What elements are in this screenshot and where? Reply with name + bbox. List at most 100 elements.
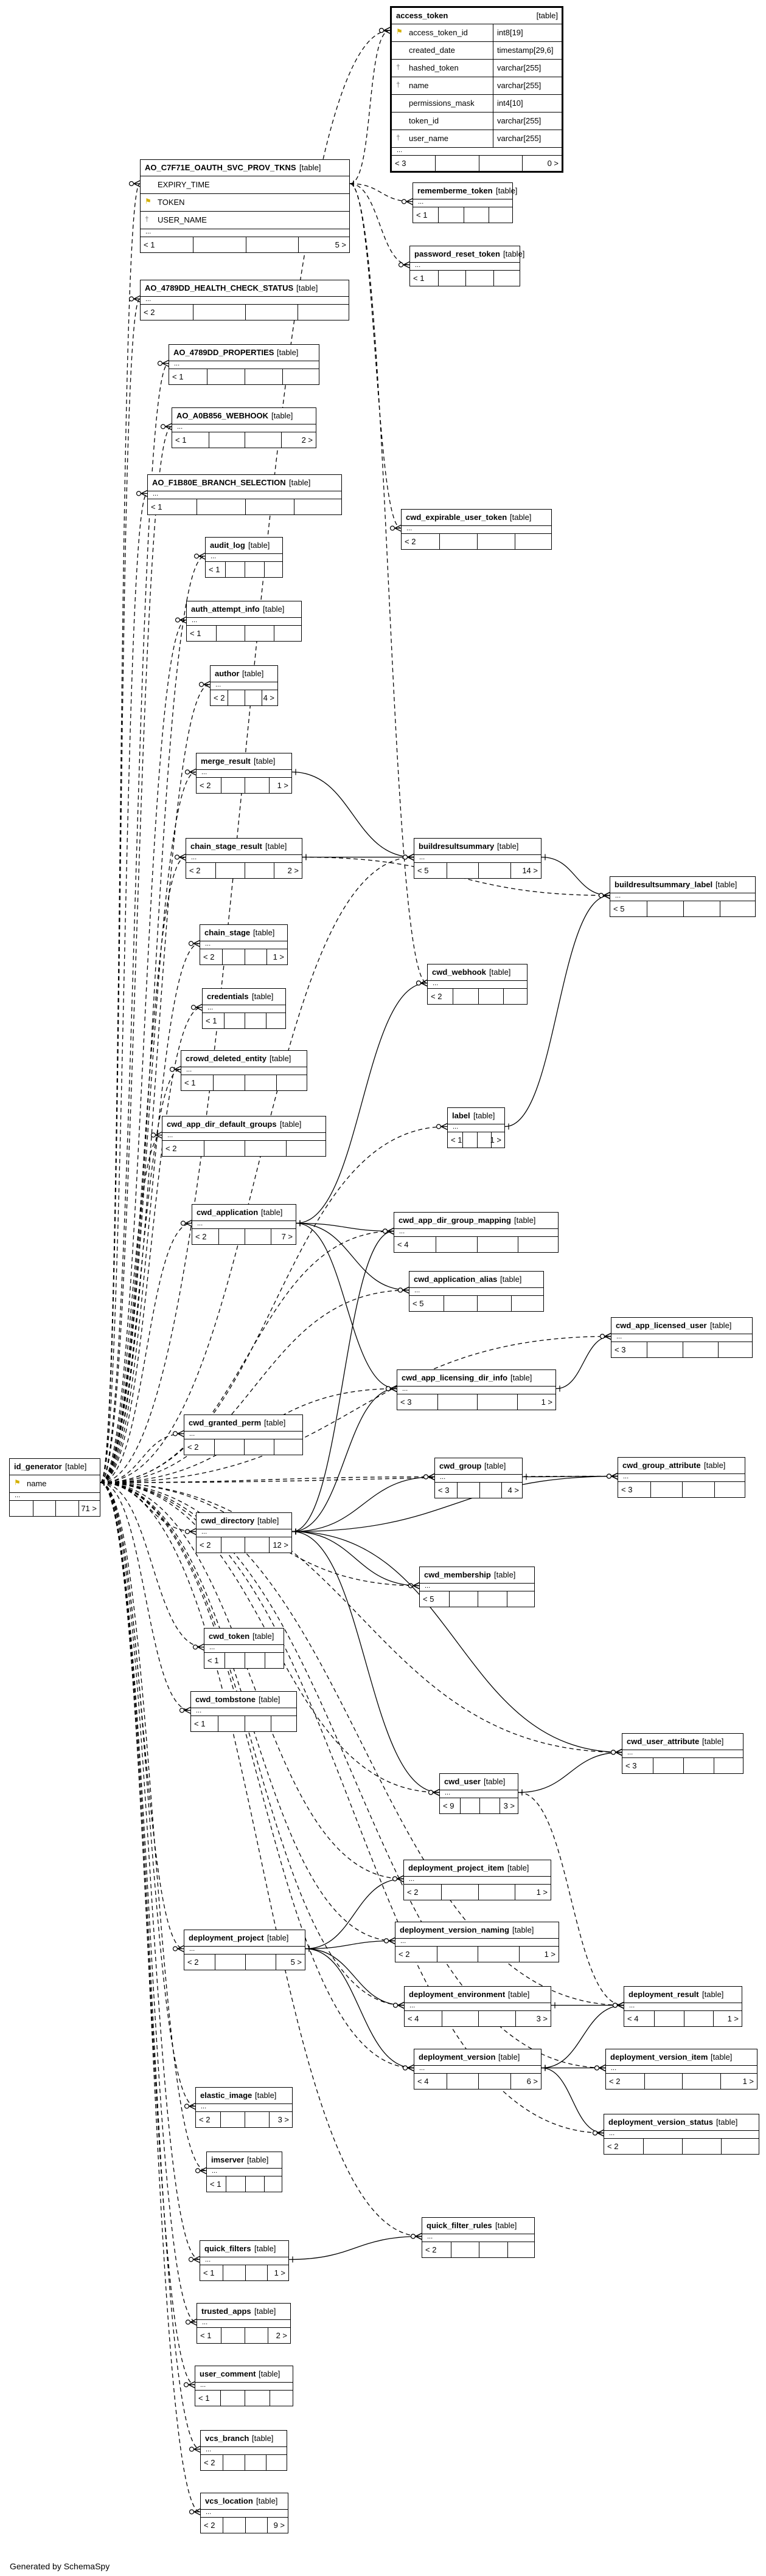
count-cell-divider — [643, 2139, 644, 2154]
more-columns-ellipsis: ... — [618, 1473, 745, 1482]
crows-foot-marker — [603, 892, 610, 899]
table-credentials[interactable]: credentials[table]...< 1 — [202, 988, 286, 1029]
table-cwdtoken[interactable]: cwd_token[table]...< 1 — [204, 1628, 284, 1669]
table-header: access_token[table] — [392, 8, 562, 24]
count-cell-divider — [683, 1758, 684, 1773]
count-cell-divider — [477, 1394, 478, 1410]
table-auth_attempt[interactable]: auth_attempt_info[table]...< 1 — [186, 601, 302, 642]
optional-marker — [594, 2065, 600, 2071]
table-type-label: [table] — [710, 1321, 732, 1330]
relationship-oauth-idgen — [100, 183, 141, 1483]
relationship-cwdtoken-idgen — [100, 1482, 204, 1648]
table-type-label: [table] — [256, 2496, 278, 2505]
parent-count: < 1 — [210, 2180, 221, 2189]
table-imserver[interactable]: imserver[table]...< 1 — [206, 2152, 282, 2192]
table-tombstone[interactable]: cwd_tombstone[table]...< 1 — [190, 1691, 297, 1732]
count-cell-divider — [245, 305, 246, 320]
table-rememberme[interactable]: rememberme_token[table]...< 1 — [413, 182, 517, 223]
table-appdirgm[interactable]: cwd_app_dir_group_mapping[table]...< 4 — [394, 1212, 559, 1253]
table-oauth[interactable]: AO_C7F71E_OAUTH_SVC_PROV_TKNS[table]EXPI… — [140, 159, 350, 253]
table-type-label: [table] — [716, 2117, 738, 2127]
crows-foot-marker — [189, 768, 197, 776]
count-cell-divider — [507, 2242, 508, 2257]
table-groupattr[interactable]: cwd_group_attribute[table]...< 3 — [618, 1457, 745, 1498]
child-count: 1 > — [490, 1135, 501, 1144]
table-expirable[interactable]: cwd_expirable_user_token[table]...< 2 — [401, 509, 552, 550]
relationship-counts: < 1 — [181, 1075, 307, 1090]
column-row[interactable]: ⚑name — [10, 1475, 100, 1493]
optional-marker — [397, 1287, 403, 1293]
table-pwreset[interactable]: password_reset_token[table]...< 1 — [409, 246, 524, 286]
table-depverstat[interactable]: deployment_version_status[table]...< 2 — [604, 2114, 759, 2155]
table-health[interactable]: AO_4789DD_HEALTH_CHECK_STATUS[table]...<… — [140, 280, 349, 320]
table-bslabel[interactable]: buildresultsummary_label[table]...< 5 — [610, 876, 756, 917]
column-row[interactable]: ⚑TOKEN — [141, 194, 349, 212]
column-row[interactable]: EXPIRY_TIME — [141, 176, 349, 194]
table-membership[interactable]: cwd_membership[table]...< 5 — [419, 1567, 535, 1607]
table-grantperm[interactable]: cwd_granted_perm[table]...< 2 — [184, 1414, 303, 1455]
count-cell-divider — [245, 1955, 246, 1970]
count-cell-divider — [501, 1483, 502, 1498]
table-audit[interactable]: audit_log[table]...< 1 — [205, 537, 283, 578]
parent-count: < 1 — [413, 274, 425, 283]
table-qfrules[interactable]: quick_filter_rules[table]...< 2 — [422, 2217, 535, 2258]
optional-marker — [402, 2065, 408, 2071]
table-usercomment[interactable]: user_comment[table]...< 1 — [195, 2366, 293, 2406]
table-appalias[interactable]: cwd_application_alias[table]...< 5 — [409, 1271, 544, 1312]
table-branch[interactable]: AO_F1B80E_BRANCH_SELECTION[table]...< 1 — [147, 474, 342, 515]
table-header: chain_stage_result[table] — [186, 839, 302, 855]
table-vcsbranch[interactable]: vcs_branch[table]...< 2 — [200, 2430, 287, 2471]
optional-marker — [383, 1938, 389, 1944]
table-applic[interactable]: cwd_app_licensed_user[table]...< 3 — [611, 1317, 753, 1358]
count-cell-divider — [713, 2011, 714, 2026]
column-row[interactable]: †USER_NAME — [141, 212, 349, 229]
table-type-label: [table] — [65, 1462, 87, 1471]
count-cell-divider — [225, 562, 226, 577]
count-cell-divider — [266, 2518, 268, 2533]
count-cell-divider — [282, 369, 283, 384]
table-header: quick_filter_rules[table] — [422, 2218, 534, 2234]
crows-foot-marker — [407, 2064, 414, 2072]
table-idgen[interactable]: id_generator[table]⚑name...71 > — [9, 1458, 100, 1517]
table-crowddel[interactable]: crowd_deleted_entity[table]...< 1 — [181, 1050, 307, 1091]
table-header: cwd_expirable_user_token[table] — [402, 510, 551, 526]
table-appdirdef[interactable]: cwd_app_dir_default_groups[table]...< 2 — [162, 1116, 326, 1157]
table-cwdwebhook[interactable]: cwd_webhook[table]...< 2 — [427, 964, 527, 1005]
table-userattr[interactable]: cwd_user_attribute[table]...< 3 — [622, 1733, 743, 1774]
table-props[interactable]: AO_4789DD_PROPERTIES[table]...< 1 — [169, 344, 319, 385]
child-count: 4 > — [507, 1486, 519, 1495]
